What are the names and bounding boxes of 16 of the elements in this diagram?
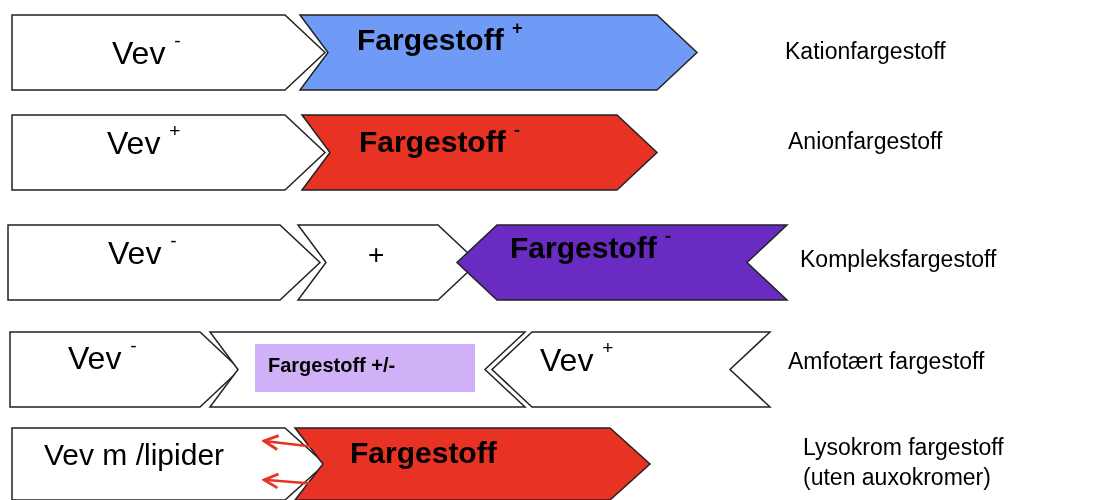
node-text: Vev $^{+}$ bbox=[540, 342, 614, 379]
node-text: + bbox=[368, 239, 385, 271]
node-text: Vev m /lipider bbox=[44, 438, 225, 472]
node-text: Fargestoff bbox=[350, 436, 497, 470]
row-caption: Amfotært fargestoff bbox=[788, 348, 985, 375]
row-caption: Kationfargestoff bbox=[785, 38, 946, 65]
row-caption: Anionfargestoff bbox=[788, 128, 943, 155]
row-caption: Lysokrom fargestoff (uten auxokromer) bbox=[803, 433, 1005, 492]
row-caption: Kompleksfargestoff bbox=[800, 246, 997, 273]
node-text: Vev $^{+}$ bbox=[107, 125, 181, 162]
node-text: Fargestoff +/- bbox=[268, 354, 396, 377]
node-text: Fargestoff $^{+}$ bbox=[357, 23, 523, 57]
node-text: Vev $^{-}$ bbox=[112, 35, 181, 72]
node-text: Fargestoff $^{-}$ bbox=[510, 231, 672, 265]
node-text: Vev $^{-}$ bbox=[108, 235, 177, 272]
node-text: Fargestoff $^{-}$ bbox=[359, 125, 520, 159]
